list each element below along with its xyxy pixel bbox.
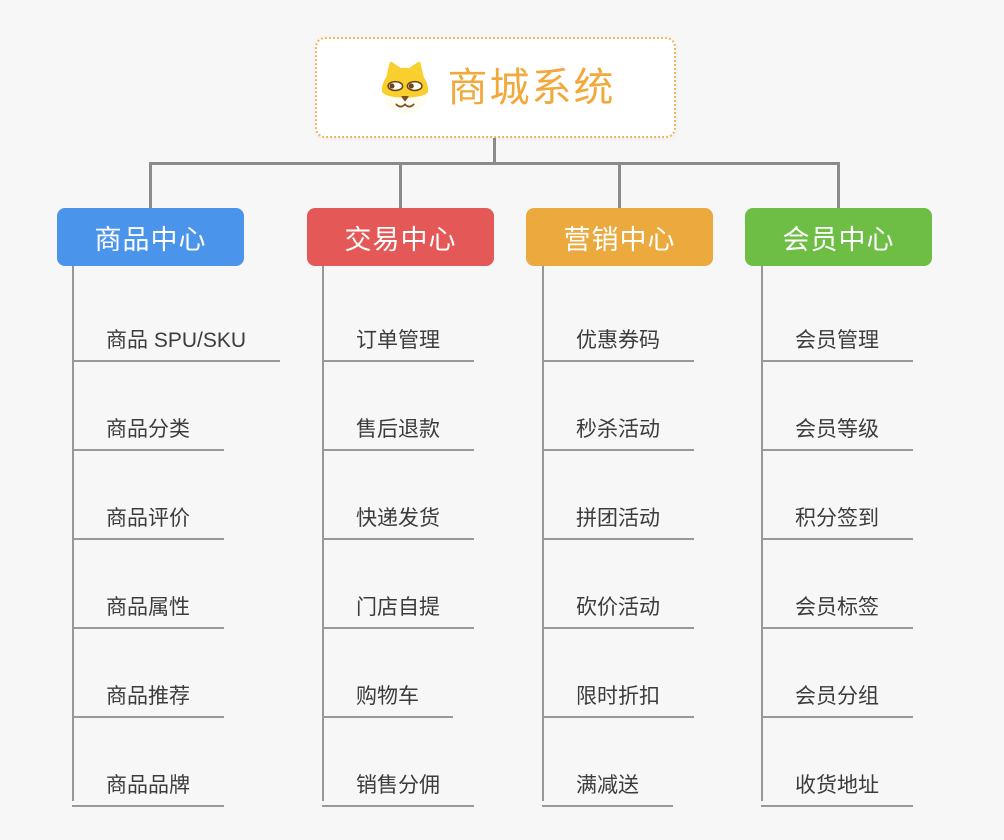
leaf-node[interactable]: 快递发货 <box>322 490 474 540</box>
leaf-node[interactable]: 砍价活动 <box>542 579 694 629</box>
leaf-node[interactable]: 收货地址 <box>761 757 913 807</box>
shiba-dog-face-icon <box>381 61 428 114</box>
branch-label: 交易中心 <box>344 224 457 255</box>
branch-node-product-center[interactable]: 商品中心 <box>57 208 244 266</box>
leaf-node[interactable]: 购物车 <box>322 668 453 718</box>
column-spine-members <box>761 266 763 801</box>
leaf-node[interactable]: 会员分组 <box>761 668 913 718</box>
leaf-node[interactable]: 商品分类 <box>72 401 224 451</box>
root-node-mall-system[interactable]: 商城系统 <box>315 37 676 138</box>
leaf-node[interactable]: 门店自提 <box>322 579 474 629</box>
branch-bus-connector <box>149 162 840 165</box>
branch-node-marketing-center[interactable]: 营销中心 <box>526 208 713 266</box>
branch-drop-connector <box>399 162 402 209</box>
leaf-node[interactable]: 商品评价 <box>72 490 224 540</box>
branch-label: 会员中心 <box>782 224 895 255</box>
leaf-node[interactable]: 限时折扣 <box>542 668 694 718</box>
leaf-node[interactable]: 订单管理 <box>322 312 474 362</box>
leaf-node[interactable]: 优惠券码 <box>542 312 694 362</box>
column-spine-marketing <box>542 266 544 801</box>
leaf-node[interactable]: 积分签到 <box>761 490 913 540</box>
leaf-node[interactable]: 商品 SPU/SKU <box>72 312 281 362</box>
branch-node-trade-center[interactable]: 交易中心 <box>307 208 494 266</box>
branch-drop-connector <box>837 162 840 209</box>
branch-drop-connector <box>618 162 621 209</box>
root-stem-connector <box>493 137 496 164</box>
branch-drop-connector <box>149 162 152 209</box>
column-spine-trade <box>322 266 324 801</box>
branch-label: 商品中心 <box>94 224 207 255</box>
root-node-title: 商城系统 <box>447 65 616 110</box>
leaf-node[interactable]: 会员等级 <box>761 401 913 451</box>
leaf-node[interactable]: 销售分佣 <box>322 757 474 807</box>
leaf-node[interactable]: 会员管理 <box>761 312 913 362</box>
branch-label: 营销中心 <box>563 224 676 255</box>
branch-node-member-center[interactable]: 会员中心 <box>745 208 932 266</box>
leaf-node[interactable]: 商品属性 <box>72 579 224 629</box>
leaf-node[interactable]: 商品品牌 <box>72 757 224 807</box>
column-spine-products <box>72 266 74 801</box>
leaf-node[interactable]: 商品推荐 <box>72 668 224 718</box>
leaf-node[interactable]: 会员标签 <box>761 579 913 629</box>
leaf-node[interactable]: 拼团活动 <box>542 490 694 540</box>
leaf-node[interactable]: 满减送 <box>542 757 673 807</box>
leaf-node[interactable]: 售后退款 <box>322 401 474 451</box>
leaf-node[interactable]: 秒杀活动 <box>542 401 694 451</box>
